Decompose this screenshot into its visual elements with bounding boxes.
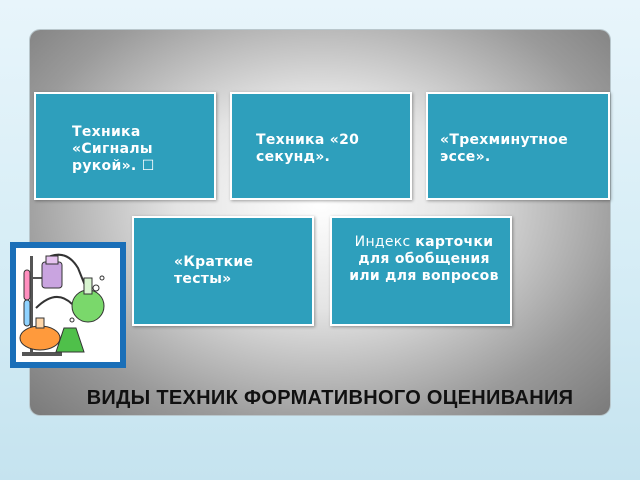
technique-label: «Краткие тесты» bbox=[174, 254, 254, 287]
technique-box-short-tests: «Краткие тесты» bbox=[132, 216, 314, 326]
technique-box-20-seconds: Техника «20 секунд». bbox=[230, 92, 412, 200]
chemistry-illustration bbox=[10, 242, 126, 368]
technique-label: Техника «20 секунд». bbox=[256, 132, 360, 165]
technique-label-prefix: Индекс bbox=[354, 234, 416, 250]
technique-box-hand-signals: Техника «Сигналы рукой». ☐ bbox=[34, 92, 216, 200]
lab-flasks-icon bbox=[19, 253, 105, 356]
technique-label: карточки для обобщения или для вопросов bbox=[349, 234, 499, 284]
box-glyph-icon: ☐ bbox=[141, 158, 155, 174]
slide-title: ВИДЫ ТЕХНИК ФОРМАТИВНОГО ОЦЕНИВАНИЯ bbox=[86, 387, 574, 409]
technique-label: Техника «Сигналы рукой». bbox=[72, 124, 153, 174]
technique-box-index-cards: Индекс карточки для обобщения или для во… bbox=[330, 216, 512, 326]
technique-label: «Трехминутное эссе». bbox=[440, 132, 568, 165]
technique-box-three-minute-essay: «Трехминутное эссе». bbox=[426, 92, 610, 200]
